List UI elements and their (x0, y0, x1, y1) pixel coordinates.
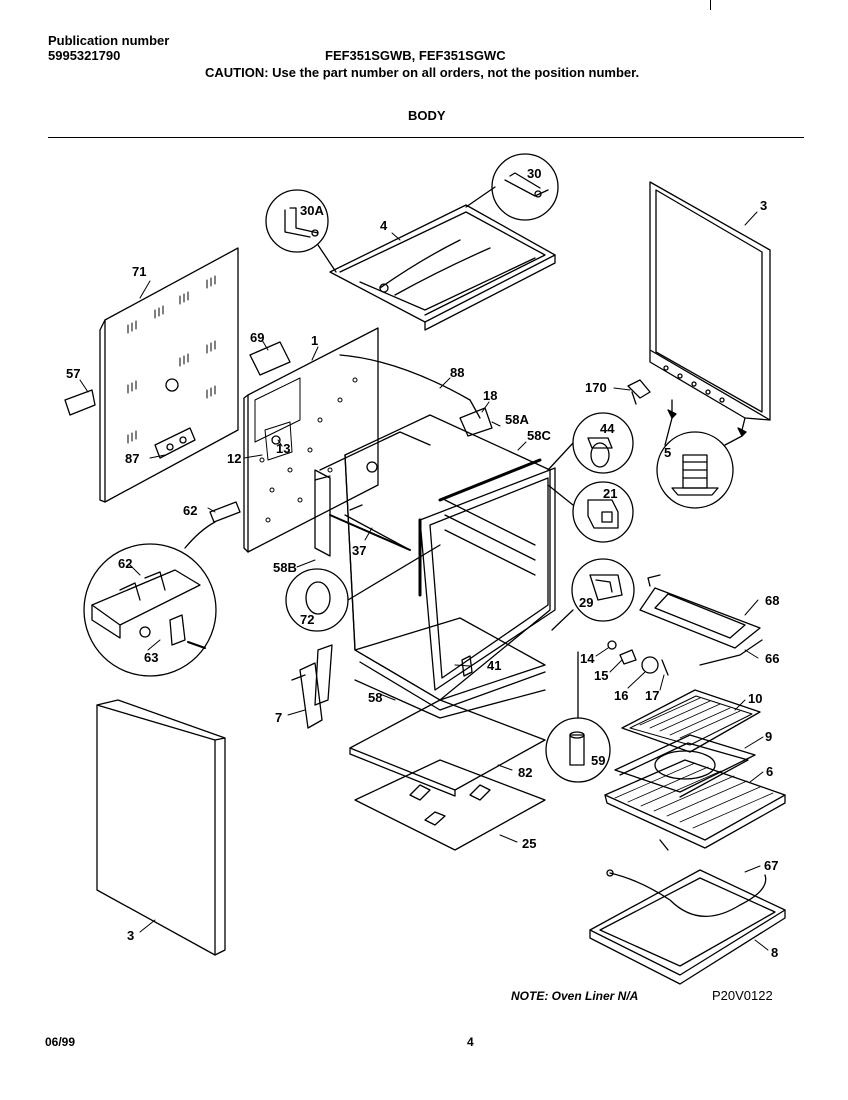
detail-30 (465, 153, 559, 221)
callout-3-top: 3 (760, 198, 767, 213)
detail-62 (83, 521, 217, 677)
callout-58c: 58C (527, 428, 551, 443)
callout-30: 30 (527, 166, 541, 181)
callout-88: 88 (450, 365, 464, 380)
oven-cavity-part (314, 414, 556, 711)
strip-58b-part (314, 475, 331, 481)
broiler-grid-part (621, 689, 761, 753)
model-numbers: FEF351SGWB, FEF351SGWC (325, 48, 506, 63)
callout-170: 170 (585, 380, 607, 395)
callout-87: 87 (125, 451, 139, 466)
detail-72 (285, 544, 441, 632)
publication-number: 5995321790 (48, 48, 121, 63)
callout-10: 10 (748, 691, 762, 706)
callout-59: 59 (591, 753, 605, 768)
callout-17: 17 (645, 688, 659, 703)
callout-58b: 58B (273, 560, 297, 575)
callout-6: 6 (766, 764, 773, 779)
callout-72: 72 (300, 612, 314, 627)
drawer-tray-82-part (349, 699, 546, 797)
callout-5: 5 (664, 445, 671, 460)
broiler-pan-part (614, 734, 756, 798)
detail-59 (545, 651, 611, 783)
rear-panel-part (64, 247, 239, 503)
callout-67: 67 (764, 858, 778, 873)
back-panel-part (209, 327, 493, 553)
callout-58: 58 (368, 690, 382, 705)
callout-30a: 30A (300, 203, 324, 218)
callout-82: 82 (518, 765, 532, 780)
detail-44 (547, 412, 634, 474)
callout-66: 66 (765, 651, 779, 666)
callout-15: 15 (594, 668, 608, 683)
callout-18: 18 (483, 388, 497, 403)
callout-4: 4 (380, 218, 388, 233)
publication-label: Publication number (48, 33, 170, 48)
callout-9: 9 (765, 729, 772, 744)
top-panel-part (329, 204, 556, 331)
caution-text: CAUTION: Use the part number on all orde… (205, 65, 640, 80)
footer-date: 06/99 (45, 1035, 76, 1049)
wire-66-part (699, 639, 763, 666)
detail-30a (265, 189, 337, 273)
callout-3-bottom: 3 (127, 928, 134, 943)
callout-21: 21 (603, 486, 617, 501)
oven-rack-part (604, 759, 786, 851)
oven-liner-note: NOTE: Oven Liner N/A (511, 989, 639, 1003)
callout-37: 37 (352, 543, 366, 558)
callout-44: 44 (600, 421, 615, 436)
callout-57: 57 (66, 366, 80, 381)
bottom-plate-part (354, 679, 546, 719)
side-panel-right-part (627, 181, 771, 437)
callout-41: 41 (487, 658, 501, 673)
drawing-code: P20V0122 (712, 988, 773, 1003)
callout-62-top: 62 (183, 503, 197, 518)
hinge-part (291, 644, 333, 729)
small-parts-14-17 (607, 640, 669, 676)
side-panel-left-part (96, 699, 226, 956)
callout-25: 25 (522, 836, 536, 851)
callout-71: 71 (132, 264, 146, 279)
callout-14: 14 (580, 651, 595, 666)
header-rule (48, 137, 804, 138)
section-title: BODY (408, 108, 446, 123)
detail-29 (551, 558, 635, 631)
bake-element-part (589, 869, 786, 985)
clip-41-part (461, 655, 473, 677)
callout-69: 69 (250, 330, 264, 345)
callout-16: 16 (614, 688, 628, 703)
callout-1: 1 (311, 333, 318, 348)
callout-63: 63 (144, 650, 158, 665)
page-number: 4 (467, 1035, 474, 1049)
leader-lines (79, 211, 769, 951)
callout-62: 62 (118, 556, 132, 571)
callout-29: 29 (579, 595, 593, 610)
callout-8: 8 (771, 945, 778, 960)
callout-7: 7 (275, 710, 282, 725)
callout-12: 12 (227, 451, 241, 466)
callout-68: 68 (765, 593, 779, 608)
drawer-bottom-25-part (354, 759, 546, 851)
corner-tick (710, 0, 711, 10)
element-37-part (344, 504, 411, 551)
detail-5 (656, 417, 743, 509)
callout-58a: 58A (505, 412, 529, 427)
detail-21 (547, 481, 634, 543)
callout-13: 13 (276, 441, 290, 456)
broil-element-part (639, 574, 761, 649)
